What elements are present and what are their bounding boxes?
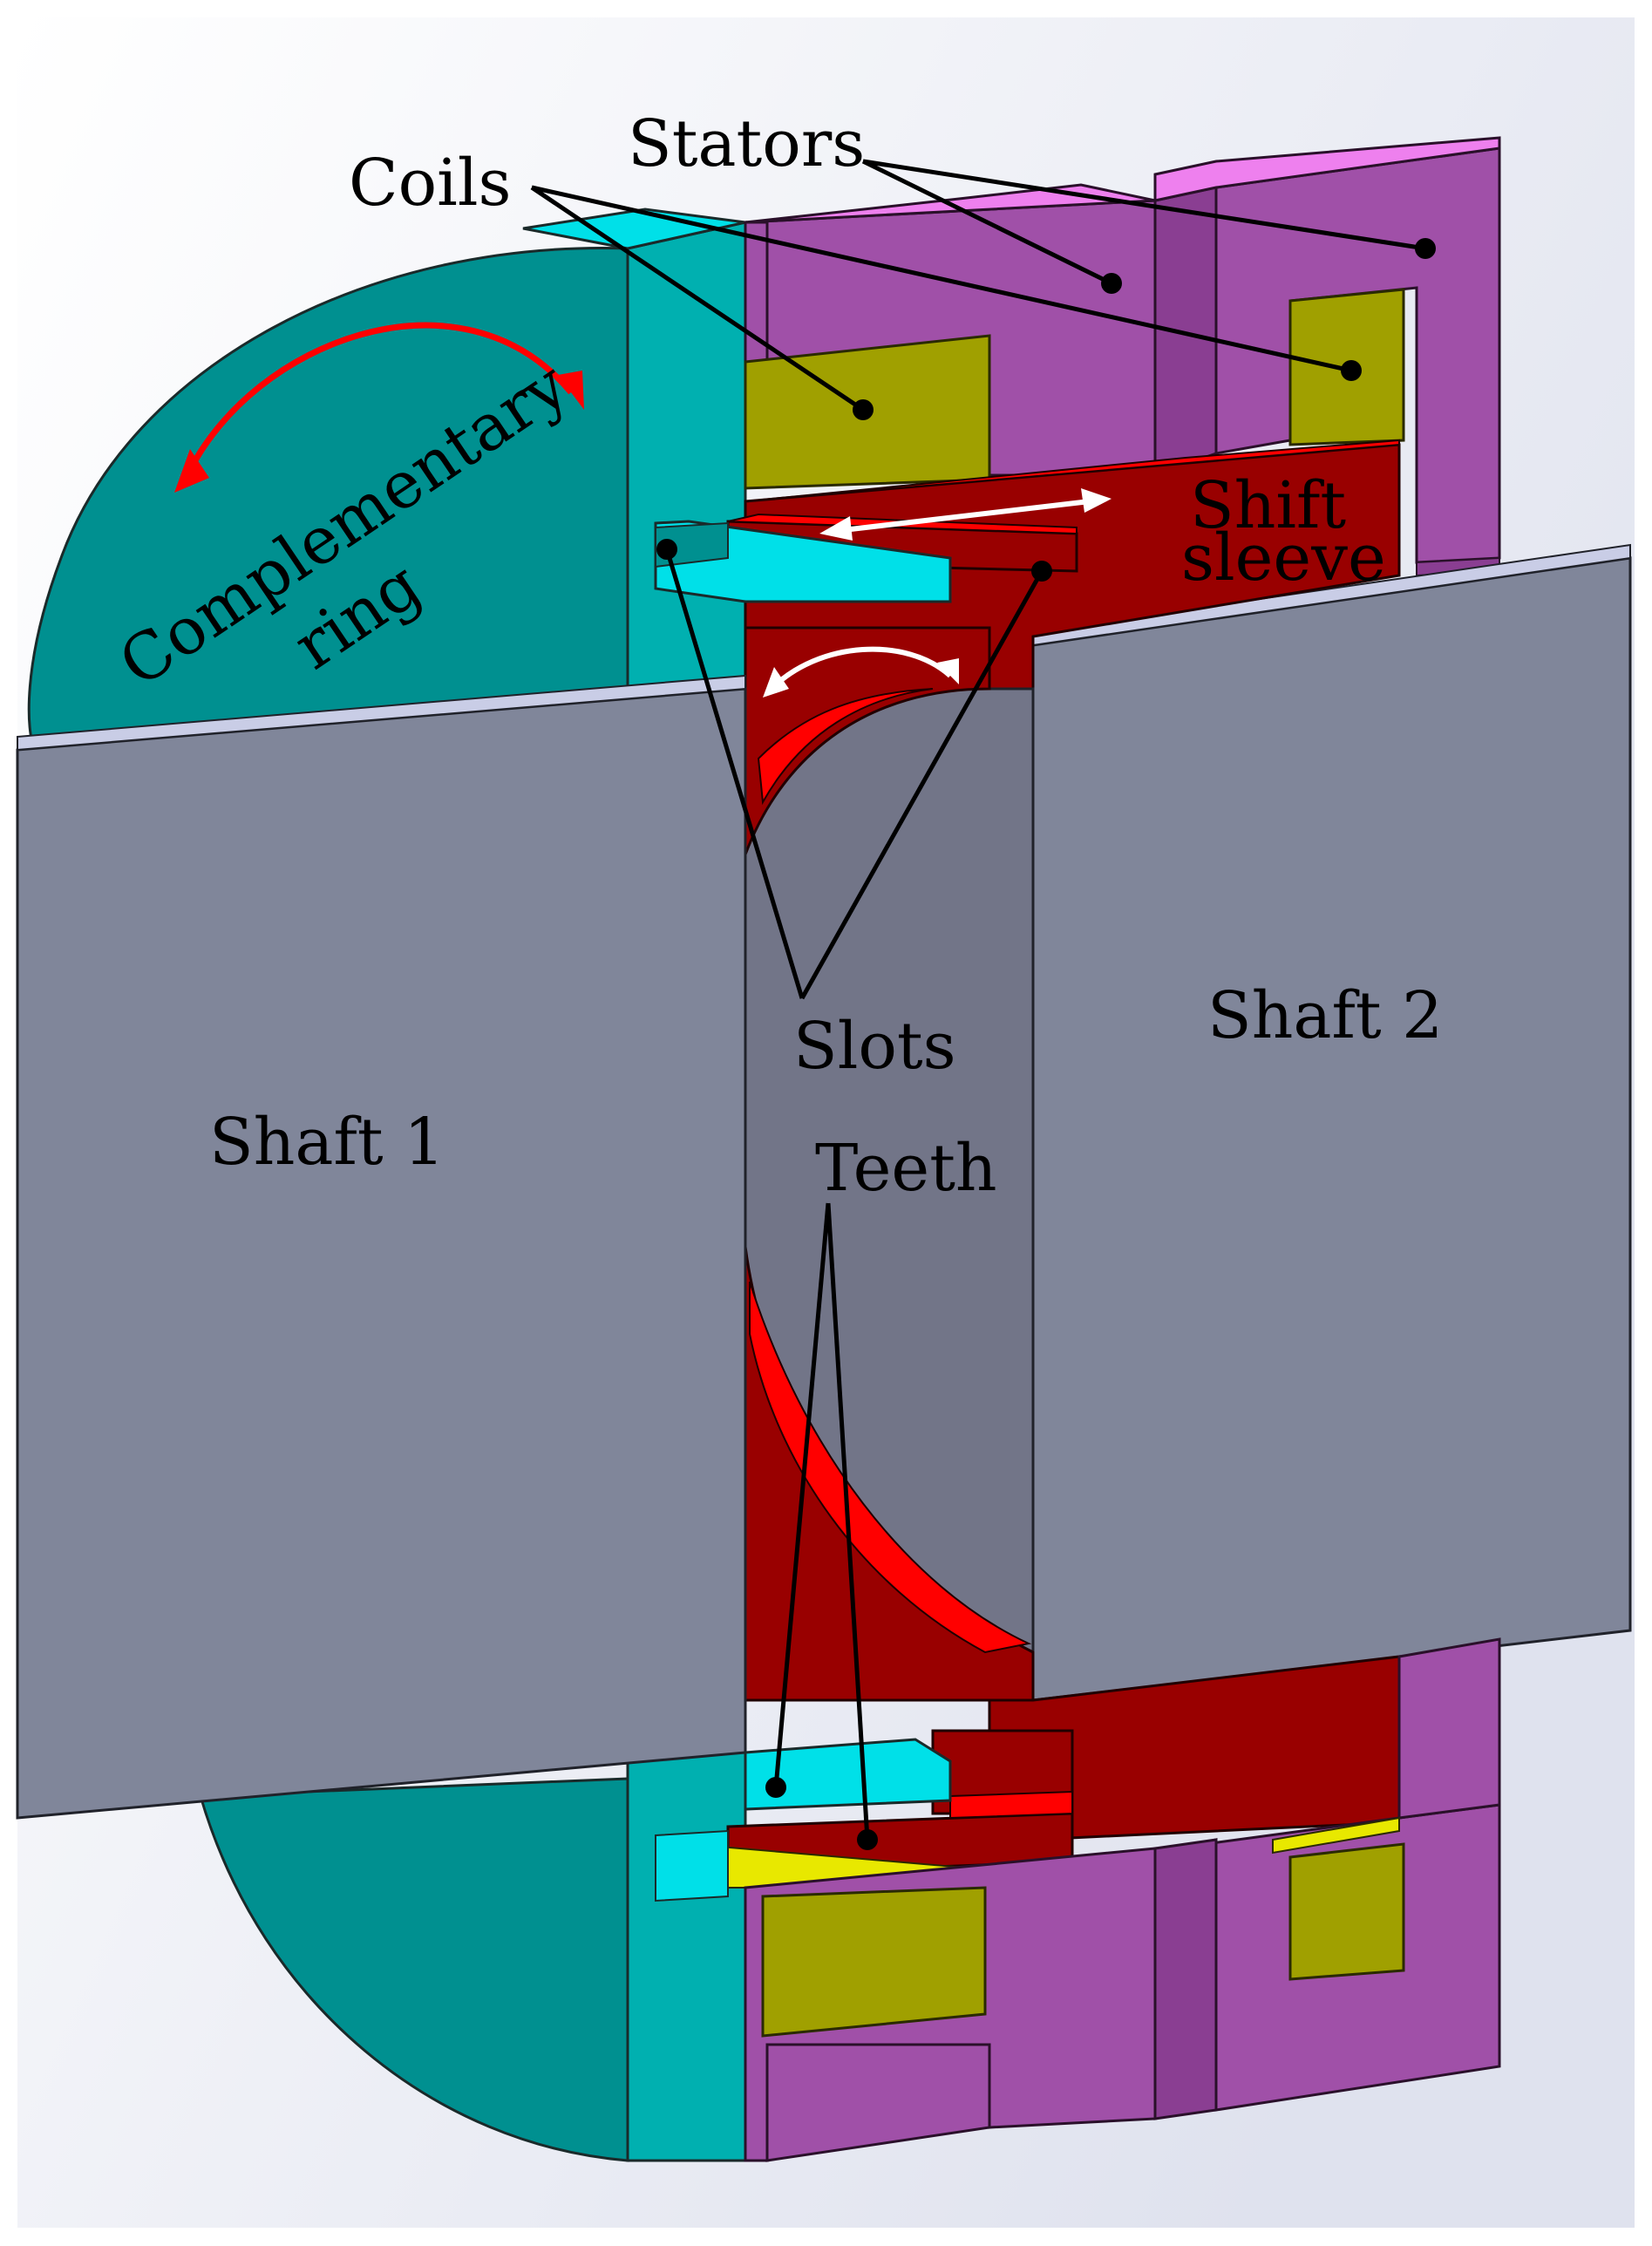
translation-arrow-sleeve bbox=[819, 488, 1112, 541]
label-coils: Coils bbox=[349, 146, 511, 221]
leader-dots bbox=[656, 238, 1436, 1850]
coil-right-bottom-top bbox=[1272, 1816, 1400, 1855]
sleeve-arc-top-inner bbox=[757, 688, 934, 806]
ring-top-face bbox=[522, 208, 746, 250]
ring-lip-top bbox=[654, 520, 952, 603]
label-sleeve: sleeve bbox=[1181, 521, 1386, 596]
label-teeth: Teeth bbox=[815, 1131, 997, 1206]
ring-lip-bottom bbox=[744, 1738, 952, 1811]
complementary-ring-disk bbox=[27, 247, 629, 752]
rotation-arrow-sleeve bbox=[763, 646, 959, 698]
complementary-ring-disk-lower bbox=[199, 1777, 629, 2162]
label-slots: Slots bbox=[793, 1009, 956, 1084]
ring-front-slab-lower bbox=[626, 1751, 747, 2162]
label-shaft-1: Shaft 1 bbox=[209, 1105, 445, 1180]
ring-lip-slot-bottom bbox=[655, 1829, 729, 1902]
rotation-arrow-ring bbox=[174, 322, 584, 493]
shaft-1 bbox=[16, 674, 747, 1820]
label-shift: Shift bbox=[1190, 468, 1346, 543]
coil-left-bottom bbox=[761, 1886, 987, 2038]
sleeve-arc-top bbox=[744, 626, 991, 855]
label-shaft-2: Shaft 2 bbox=[1207, 978, 1443, 1053]
label-stators: Stators bbox=[628, 106, 865, 181]
coil-right-bottom bbox=[1288, 1842, 1405, 1981]
shaft-2 bbox=[1031, 543, 1632, 1702]
leader-lines bbox=[530, 159, 1426, 1841]
